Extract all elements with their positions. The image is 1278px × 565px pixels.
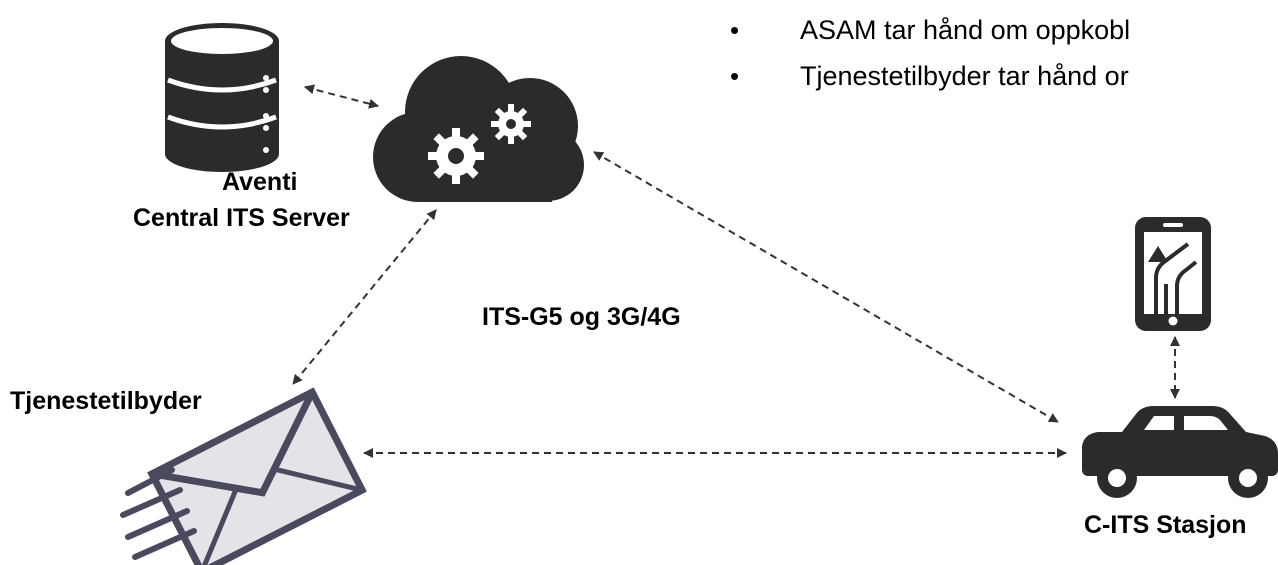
bullet-dot: • xyxy=(730,61,740,91)
bullet-text: ASAM tar hånd om oppkobl xyxy=(800,15,1131,45)
server-label-line1: Aventi xyxy=(222,168,298,196)
arrow-cloud-station xyxy=(593,151,1059,423)
smartphone-icon xyxy=(1135,217,1211,331)
arrow-cloud-provider xyxy=(292,209,437,385)
car-icon xyxy=(1082,406,1278,498)
arrow-database-cloud xyxy=(304,84,379,109)
server-label-line2: Central ITS Server xyxy=(133,204,350,232)
link-label: ITS-G5 og 3G/4G xyxy=(482,303,681,331)
provider-label: Tjenestetilbyder xyxy=(10,387,202,415)
envelope-icon xyxy=(120,387,367,565)
station-label: C-ITS Stasjon xyxy=(1084,511,1247,539)
bullet-text: Tjenestetilbyder tar hånd or xyxy=(800,61,1129,91)
database-icon xyxy=(165,23,279,172)
bullet-dot: • xyxy=(730,15,740,45)
cloud-gears-icon xyxy=(373,56,584,202)
